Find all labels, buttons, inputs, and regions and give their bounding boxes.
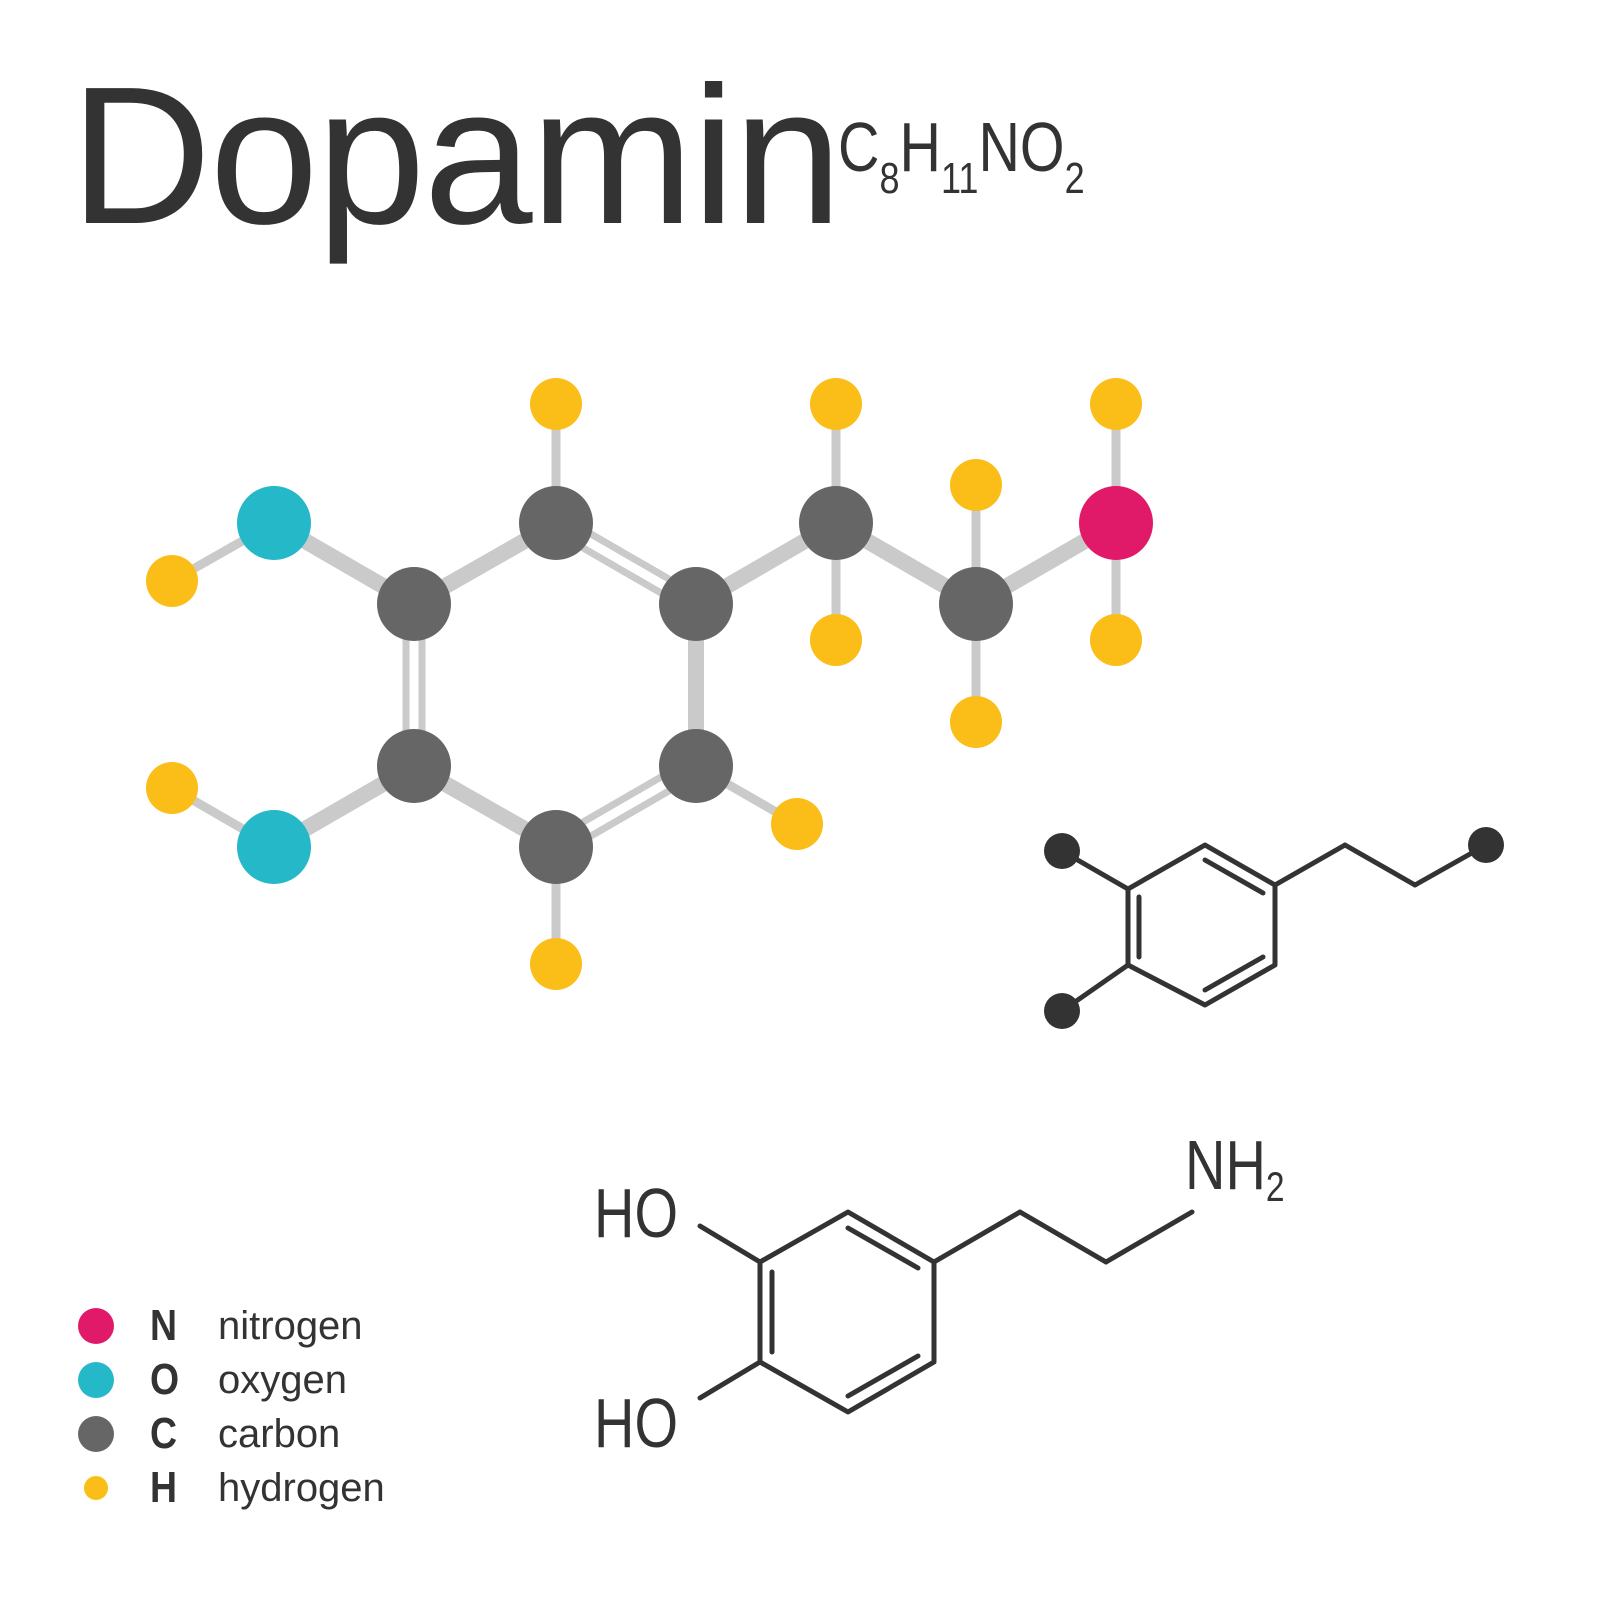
hydrogen-atom-icon — [810, 378, 862, 430]
carbon-atom-icon — [377, 567, 451, 641]
oxygen-atom-icon — [237, 810, 311, 884]
carbon-atom-icon — [519, 810, 593, 884]
hydrogen-atom-icon — [950, 459, 1002, 511]
substituent-dot-icon — [1044, 833, 1080, 869]
ball-and-stick-atoms — [146, 378, 1153, 990]
legend-symbol: N — [150, 1301, 178, 1350]
hydrogen-atom-icon — [146, 762, 198, 814]
legend-label: hydrogen — [218, 1466, 385, 1510]
hydrogen-atom-icon — [771, 798, 823, 850]
oxygen-atom-icon — [237, 486, 311, 560]
amine-label: NH2 — [1185, 1126, 1285, 1210]
carbon-atom-icon — [659, 567, 733, 641]
legend-symbol: C — [150, 1409, 178, 1458]
carbon-atom-icon — [939, 567, 1013, 641]
substituent-dot-icon — [1044, 993, 1080, 1029]
benzene-ring — [1125, 842, 1278, 1008]
hydrogen-atom-icon — [146, 555, 198, 607]
nitrogen-atom-icon — [1079, 486, 1153, 560]
oxygen-dot-icon — [78, 1362, 114, 1398]
hydrogen-atom-icon — [1090, 614, 1142, 666]
hydrogen-dot-icon — [84, 1476, 108, 1500]
carbon-atom-icon — [377, 729, 451, 803]
hydrogen-atom-icon — [1090, 378, 1142, 430]
skeletal-formula-dots — [1044, 827, 1504, 1029]
legend-symbol: O — [150, 1355, 180, 1404]
double-bond — [1202, 954, 1266, 993]
substituent-dot-icon — [1468, 827, 1504, 863]
hydroxyl-label-bottom: HO — [594, 1384, 678, 1462]
hydrogen-atom-icon — [530, 938, 582, 990]
molecular-formula: C8H11NO2 — [838, 108, 1085, 203]
carbon-atom-icon — [659, 729, 733, 803]
double-bond — [1202, 857, 1266, 896]
nitrogen-dot-icon — [78, 1308, 114, 1344]
hydrogen-atom-icon — [810, 614, 862, 666]
legend-symbol: H — [150, 1463, 178, 1512]
molecule-title: Dopamin — [70, 46, 842, 265]
bond — [1342, 842, 1418, 888]
bond — [1272, 842, 1348, 888]
legend-label: oxygen — [218, 1358, 347, 1402]
legend-label: nitrogen — [218, 1304, 363, 1348]
carbon-atom-icon — [519, 486, 593, 560]
hydroxyl-label-top: HO — [594, 1174, 678, 1252]
carbon-dot-icon — [78, 1416, 114, 1452]
skeletal-formula-labeled — [697, 1209, 1195, 1415]
carbon-atom-icon — [799, 486, 873, 560]
legend-label: carbon — [218, 1412, 341, 1456]
hydrogen-atom-icon — [950, 696, 1002, 748]
hydrogen-atom-icon — [530, 378, 582, 430]
